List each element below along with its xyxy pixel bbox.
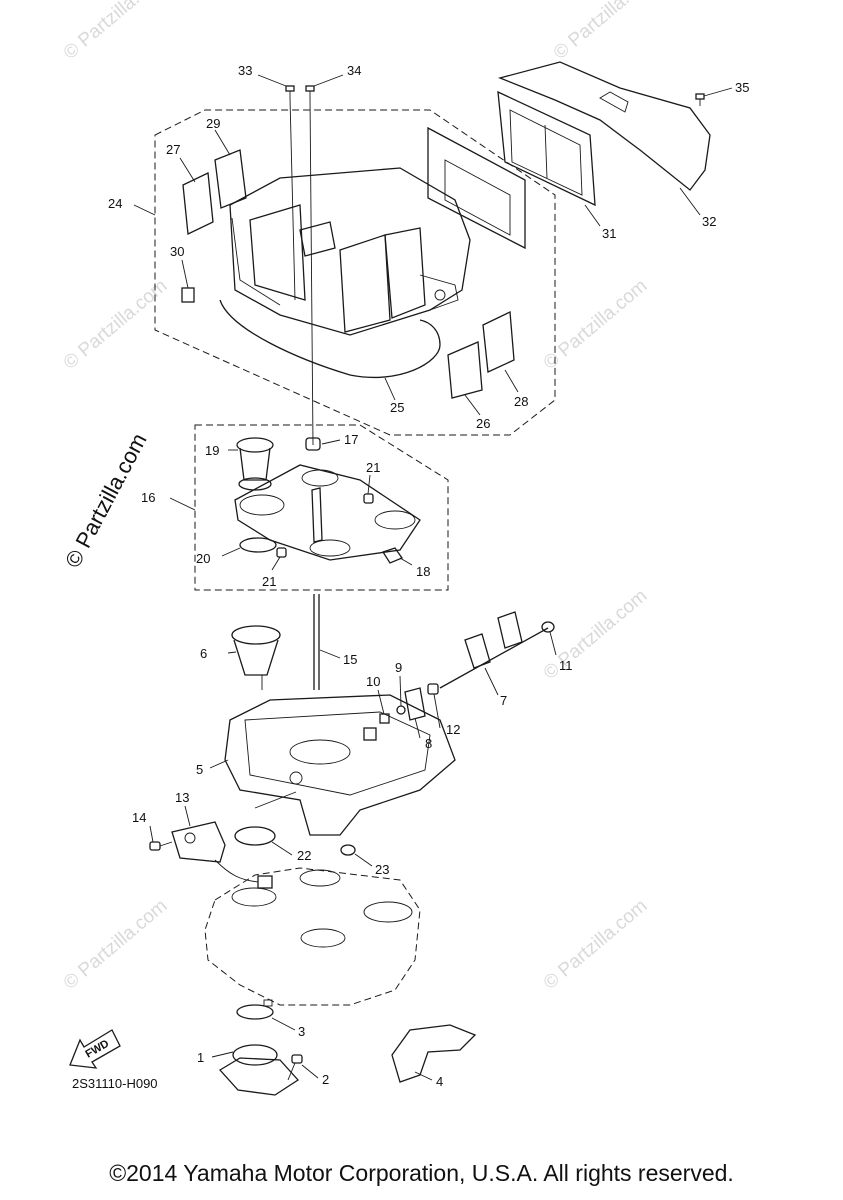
- callout-10: 10: [366, 674, 380, 689]
- faint-watermark: © Partzilla.com: [540, 895, 652, 993]
- callout-32: 32: [702, 214, 716, 229]
- band-3: [236, 999, 274, 1020]
- part-30: [181, 287, 195, 303]
- gasket: [219, 299, 441, 379]
- air-filter-element: [427, 90, 596, 250]
- callout-33: 33: [238, 63, 252, 78]
- o-ring-22: [234, 826, 276, 846]
- callout-3: 3: [298, 1024, 305, 1039]
- bolt-14: [149, 841, 173, 851]
- funnel-19: [236, 437, 274, 491]
- leader-lines: [133, 74, 733, 1081]
- callout-20: 20: [196, 551, 210, 566]
- callout-27: 27: [166, 142, 180, 157]
- shaft-7: [439, 611, 549, 689]
- callout-34: 34: [347, 63, 361, 78]
- cap-21: [363, 493, 374, 504]
- intake-joint-1: [218, 1044, 299, 1096]
- callout-9: 9: [395, 660, 402, 675]
- bracket-8: [404, 687, 426, 721]
- copyright-notice: ©2014 Yamaha Motor Corporation, U.S.A. A…: [109, 1160, 734, 1186]
- intake-plate: [234, 464, 421, 561]
- callout-16: 16: [141, 490, 155, 505]
- air-cleaner-case-lower: [224, 694, 456, 836]
- callout-14: 14: [132, 810, 146, 825]
- faint-watermark: © Partzilla.com: [60, 0, 172, 64]
- faint-watermark: © Partzilla.com: [540, 585, 652, 683]
- plate-29: [214, 149, 247, 209]
- callout-1: 1: [197, 1050, 204, 1065]
- plate-26: [447, 341, 483, 399]
- callout-17: 17: [344, 432, 358, 447]
- screw-2: [287, 1054, 303, 1081]
- callout-22: 22: [297, 848, 311, 863]
- callout-30: 30: [170, 244, 184, 259]
- screw-34: [305, 85, 315, 98]
- air-cleaner-cover-detail: [599, 91, 629, 113]
- diagram-code: 2S31110-H090: [72, 1076, 158, 1091]
- sensor-13: [171, 821, 273, 889]
- part-17: [305, 437, 321, 451]
- washer-9: [396, 705, 406, 715]
- callout-25: 25: [390, 400, 404, 415]
- callout-35: 35: [735, 80, 749, 95]
- callout-labels: 1 2 3 4 5 6 7 8 9 10 11 12 13 14 15 16 1…: [108, 63, 749, 1089]
- ring-20: [239, 537, 277, 553]
- center-guide-line: [289, 97, 296, 301]
- cylinder-head-phantom: [204, 867, 421, 1006]
- cap-21: [276, 547, 287, 558]
- callout-24: 24: [108, 196, 122, 211]
- bolt-12: [427, 683, 439, 695]
- callout-21: 21: [366, 460, 380, 475]
- callout-19: 19: [205, 443, 219, 458]
- plug-23: [340, 844, 356, 856]
- forward-arrow-icon: FWD: [69, 1029, 121, 1069]
- callout-23: 23: [375, 862, 389, 877]
- callout-29: 29: [206, 116, 220, 131]
- fwd-label: FWD: [84, 1038, 112, 1061]
- screw-33: [285, 85, 295, 98]
- callout-6: 6: [200, 646, 207, 661]
- callout-26: 26: [476, 416, 490, 431]
- callout-2: 2: [322, 1072, 329, 1087]
- plate-27: [182, 172, 214, 235]
- air-cleaner-cover: [497, 61, 711, 191]
- air-cleaner-case-upper: [229, 167, 471, 336]
- callout-18: 18: [416, 564, 430, 579]
- callout-21: 21: [262, 574, 276, 589]
- callout-12: 12: [446, 722, 460, 737]
- duct-4: [391, 1024, 477, 1083]
- callout-11: 11: [559, 658, 573, 673]
- callout-5: 5: [196, 762, 203, 777]
- callout-7: 7: [500, 693, 507, 708]
- airbox-group-outline: [154, 109, 556, 436]
- rod-15: [313, 594, 320, 690]
- faint-watermark: © Partzilla.com: [540, 275, 652, 373]
- intake-plate-group-outline: [194, 424, 449, 591]
- collar-11: [541, 621, 555, 633]
- callout-28: 28: [514, 394, 528, 409]
- callout-31: 31: [602, 226, 616, 241]
- faint-watermark: © Partzilla.com: [60, 895, 172, 993]
- plate-28: [482, 311, 515, 373]
- center-guide-line: [309, 97, 314, 446]
- faint-watermark: © Partzilla.com: [550, 0, 662, 64]
- clip-18: [382, 547, 403, 564]
- callout-8: 8: [425, 736, 432, 751]
- callout-4: 4: [436, 1074, 443, 1089]
- callout-13: 13: [175, 790, 189, 805]
- screw-35: [695, 93, 705, 106]
- callout-15: 15: [343, 652, 357, 667]
- funnel-6: [231, 625, 281, 690]
